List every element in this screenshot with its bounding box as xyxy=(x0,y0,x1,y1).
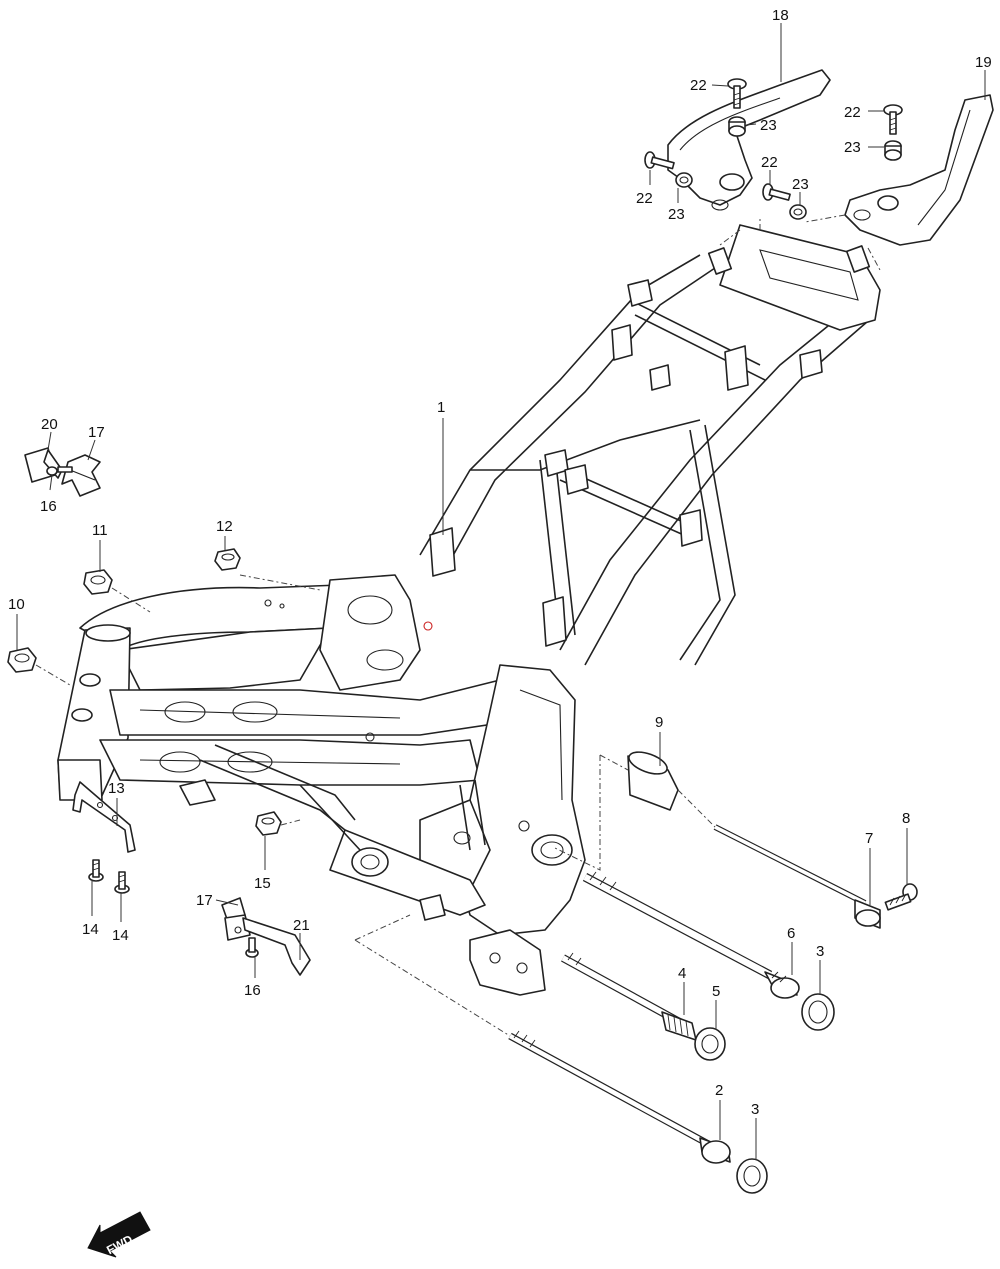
washer-23-top xyxy=(728,116,746,137)
screw-14-right xyxy=(114,871,130,894)
callout-23: 23 xyxy=(792,176,809,193)
callout-10: 10 xyxy=(8,596,25,613)
callout-13: 13 xyxy=(108,780,125,797)
through-bolt-7 xyxy=(713,824,881,929)
callout-11: 11 xyxy=(92,522,108,539)
callout-15: 15 xyxy=(254,875,271,892)
callout-17: 17 xyxy=(196,892,213,909)
grab-handle-right xyxy=(844,94,994,246)
leader-lines xyxy=(16,23,986,1160)
callout-3: 3 xyxy=(816,943,824,960)
nut-11 xyxy=(83,569,113,595)
callout-18: 18 xyxy=(772,7,789,24)
washer-23-mid xyxy=(789,204,807,220)
callout-22: 22 xyxy=(761,154,778,171)
screw-14-left xyxy=(88,859,104,882)
callout-23: 23 xyxy=(844,139,861,156)
callout-6: 6 xyxy=(787,925,795,942)
callout-1: 1 xyxy=(437,399,445,416)
callout-7: 7 xyxy=(865,830,873,847)
bolt-22-left xyxy=(644,151,675,170)
callout-22: 22 xyxy=(636,190,653,207)
bolt-22-mid xyxy=(762,183,791,201)
through-bolt-4 xyxy=(561,952,697,1041)
bracket-21-assembly xyxy=(221,897,311,976)
callout-12: 12 xyxy=(216,518,233,535)
callout-3: 3 xyxy=(751,1101,759,1118)
bolt-8 xyxy=(884,883,918,911)
callout-16: 16 xyxy=(244,982,261,999)
callout-20: 20 xyxy=(41,416,58,433)
through-bolt-6 xyxy=(582,871,800,999)
main-frame xyxy=(57,224,881,996)
callout-22: 22 xyxy=(844,104,861,121)
nut-15 xyxy=(255,811,282,836)
callout-2: 2 xyxy=(715,1082,723,1099)
callout-19: 19 xyxy=(975,54,992,71)
nut-3-upper xyxy=(801,993,835,1031)
spacer-9 xyxy=(627,751,679,811)
callout-23: 23 xyxy=(668,206,685,223)
grab-handle-left xyxy=(667,69,831,211)
forward-direction-arrow: FWD xyxy=(87,1211,151,1258)
callout-labels: 1 2 3 3 4 5 6 7 8 9 10 11 12 13 14 14 15… xyxy=(8,7,992,1118)
callout-5: 5 xyxy=(712,983,720,1000)
nut-3-lower xyxy=(736,1158,768,1194)
callout-8: 8 xyxy=(902,810,910,827)
washer-23-right xyxy=(884,140,902,161)
nut-12 xyxy=(214,548,241,571)
callout-14: 14 xyxy=(112,927,129,944)
bolt-22-top xyxy=(727,78,747,109)
bracket-20-assembly xyxy=(24,447,101,497)
through-bolt-2 xyxy=(508,1030,731,1164)
callout-22: 22 xyxy=(690,77,707,94)
bolt-22-right xyxy=(883,104,903,135)
nut-10 xyxy=(7,647,37,673)
callout-23: 23 xyxy=(760,117,777,134)
callout-14: 14 xyxy=(82,921,99,938)
assembly-lines xyxy=(35,214,881,1037)
washer-23-left xyxy=(675,172,693,188)
callout-16: 16 xyxy=(40,498,57,515)
callout-21: 21 xyxy=(293,917,310,934)
callout-9: 9 xyxy=(655,714,663,731)
callout-17: 17 xyxy=(88,424,105,441)
callout-4: 4 xyxy=(678,965,686,982)
nut-5 xyxy=(694,1027,726,1061)
